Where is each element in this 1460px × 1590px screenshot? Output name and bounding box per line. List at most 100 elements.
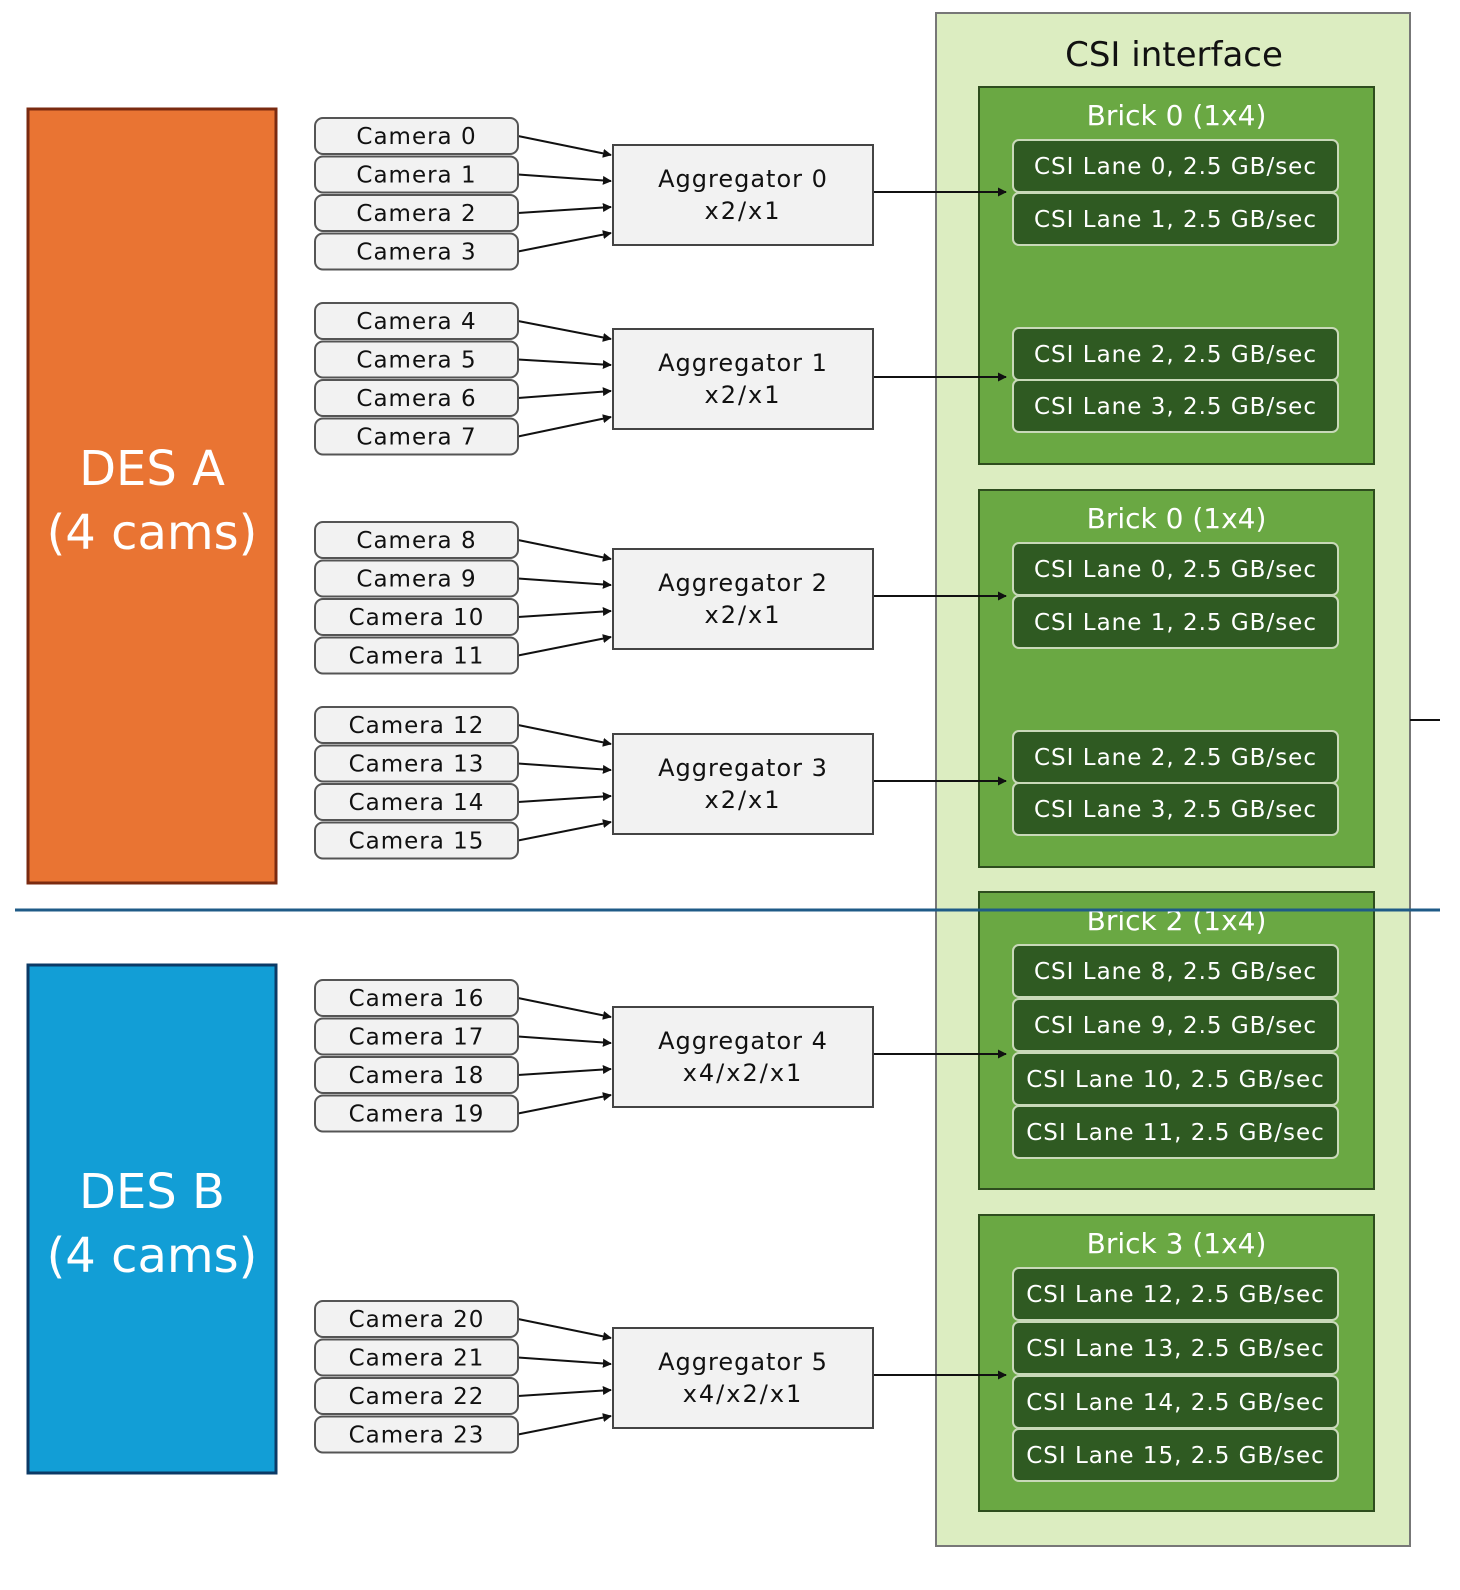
aggregator-name: Aggregator 4 xyxy=(658,1027,828,1055)
camera-node: Camera 0 xyxy=(314,117,519,155)
camera-connector xyxy=(517,203,612,214)
camera-node: Camera 3 xyxy=(314,232,519,271)
camera-box xyxy=(314,783,519,821)
csi-lane: CSI Lane 9, 2.5 GB/sec xyxy=(1012,998,1339,1052)
camera-connector xyxy=(517,1318,612,1341)
camera-box xyxy=(314,302,519,340)
camera-label: Camera 9 xyxy=(356,567,476,593)
des-a: DES A (4 cams) xyxy=(26,107,278,885)
camera-label: Camera 15 xyxy=(349,829,485,855)
camera-connector xyxy=(517,1413,612,1436)
camera-box xyxy=(314,1017,519,1056)
camera-connector xyxy=(517,819,612,842)
camera-connector xyxy=(517,1035,612,1047)
csi-lane: CSI Lane 15, 2.5 GB/sec xyxy=(1012,1428,1339,1482)
camera-node: Camera 4 xyxy=(314,302,519,340)
camera-label: Camera 18 xyxy=(349,1063,485,1089)
csi-lane: CSI Lane 2, 2.5 GB/sec xyxy=(1012,327,1339,381)
camera-box xyxy=(314,521,519,559)
csi-lane: CSI Lane 13, 2.5 GB/sec xyxy=(1012,1321,1339,1375)
camera-label: Camera 6 xyxy=(356,386,476,412)
camera-box xyxy=(314,559,519,598)
camera-box xyxy=(314,194,519,232)
aggregator-box xyxy=(612,1006,874,1108)
camera-box xyxy=(314,379,519,417)
camera-box xyxy=(314,117,519,155)
camera-connector xyxy=(517,539,612,562)
csi-lane: CSI Lane 10, 2.5 GB/sec xyxy=(1012,1052,1339,1106)
camera-label: Camera 12 xyxy=(349,713,485,739)
camera-label: Camera 1 xyxy=(356,163,476,189)
camera-node: Camera 5 xyxy=(314,340,519,379)
csi-lane-label: CSI Lane 1, 2.5 GB/sec xyxy=(1034,610,1317,636)
aggregator-box xyxy=(612,733,874,835)
camera-connector xyxy=(517,792,612,803)
camera-node: Camera 14 xyxy=(314,783,519,821)
brick-title: Brick 0 (1x4) xyxy=(1087,502,1267,535)
camera-box xyxy=(314,1300,519,1338)
csi-lane-box xyxy=(1012,782,1339,836)
camera-connector xyxy=(517,1065,612,1076)
aggregator-mode: x4/x2/x1 xyxy=(683,1380,804,1408)
camera-connector xyxy=(517,577,612,589)
camera-node: Camera 22 xyxy=(314,1377,519,1415)
camera-connector xyxy=(517,634,612,657)
camera-node: Camera 18 xyxy=(314,1056,519,1094)
csi-lane-box xyxy=(1012,1105,1339,1159)
camera-node: Camera 6 xyxy=(314,379,519,417)
aggregator-mode: x4/x2/x1 xyxy=(683,1059,804,1087)
camera-label: Camera 0 xyxy=(356,124,476,150)
aggregator-name: Aggregator 0 xyxy=(658,165,828,193)
camera-connector xyxy=(517,387,612,399)
brick-3: Brick 3 (1x4)CSI Lane 12, 2.5 GB/secCSI … xyxy=(978,1214,1375,1512)
csi-lane-box xyxy=(1012,595,1339,649)
aggregator-1: Aggregator 1 x2/x1 xyxy=(612,328,874,430)
csi-lane-box xyxy=(1012,998,1339,1052)
camera-label: Camera 8 xyxy=(356,528,476,554)
camera-node: Camera 20 xyxy=(314,1300,519,1338)
aggregator-box xyxy=(612,144,874,246)
camera-box xyxy=(314,598,519,636)
aggregator-mode: x2/x1 xyxy=(704,381,781,409)
csi-lane-label: CSI Lane 12, 2.5 GB/sec xyxy=(1026,1282,1325,1308)
camera-box xyxy=(314,417,519,456)
camera-box xyxy=(314,706,519,744)
camera-node: Camera 2 xyxy=(314,194,519,232)
csi-interface-title: CSI interface xyxy=(1065,35,1283,75)
camera-label: Camera 22 xyxy=(349,1384,485,1410)
camera-node: Camera 10 xyxy=(314,598,519,636)
camera-box xyxy=(314,1338,519,1377)
camera-node: Camera 17 xyxy=(314,1017,519,1056)
camera-node: Camera 8 xyxy=(314,521,519,559)
csi-lane-label: CSI Lane 0, 2.5 GB/sec xyxy=(1034,154,1317,180)
aggregator-mode: x2/x1 xyxy=(704,601,781,629)
csi-lane-label: CSI Lane 15, 2.5 GB/sec xyxy=(1026,1443,1325,1469)
camera-box xyxy=(314,1415,519,1454)
camera-node: Camera 16 xyxy=(314,979,519,1017)
csi-lane-label: CSI Lane 10, 2.5 GB/sec xyxy=(1026,1067,1325,1093)
csi-lane: CSI Lane 1, 2.5 GB/sec xyxy=(1012,192,1339,246)
camera-node: Camera 13 xyxy=(314,744,519,783)
camera-box xyxy=(314,979,519,1017)
camera-label: Camera 4 xyxy=(356,309,476,335)
csi-lane: CSI Lane 3, 2.5 GB/sec xyxy=(1012,782,1339,836)
camera-label: Camera 23 xyxy=(349,1423,485,1449)
camera-box xyxy=(314,340,519,379)
aggregator-box xyxy=(612,328,874,430)
camera-connector xyxy=(517,1386,612,1397)
camera-box xyxy=(314,155,519,194)
camera-box xyxy=(314,1094,519,1133)
csi-lane: CSI Lane 1, 2.5 GB/sec xyxy=(1012,595,1339,649)
camera-connector xyxy=(517,762,612,774)
aggregator-mode: x2/x1 xyxy=(704,197,781,225)
aggregator-name: Aggregator 1 xyxy=(658,349,828,377)
camera-box xyxy=(314,636,519,675)
camera-box xyxy=(314,1056,519,1094)
csi-lane: CSI Lane 0, 2.5 GB/sec xyxy=(1012,542,1339,596)
aggregator-5: Aggregator 5x4/x2/x1 xyxy=(612,1327,874,1429)
camera-connector xyxy=(517,173,612,185)
camera-node: Camera 11 xyxy=(314,636,519,675)
